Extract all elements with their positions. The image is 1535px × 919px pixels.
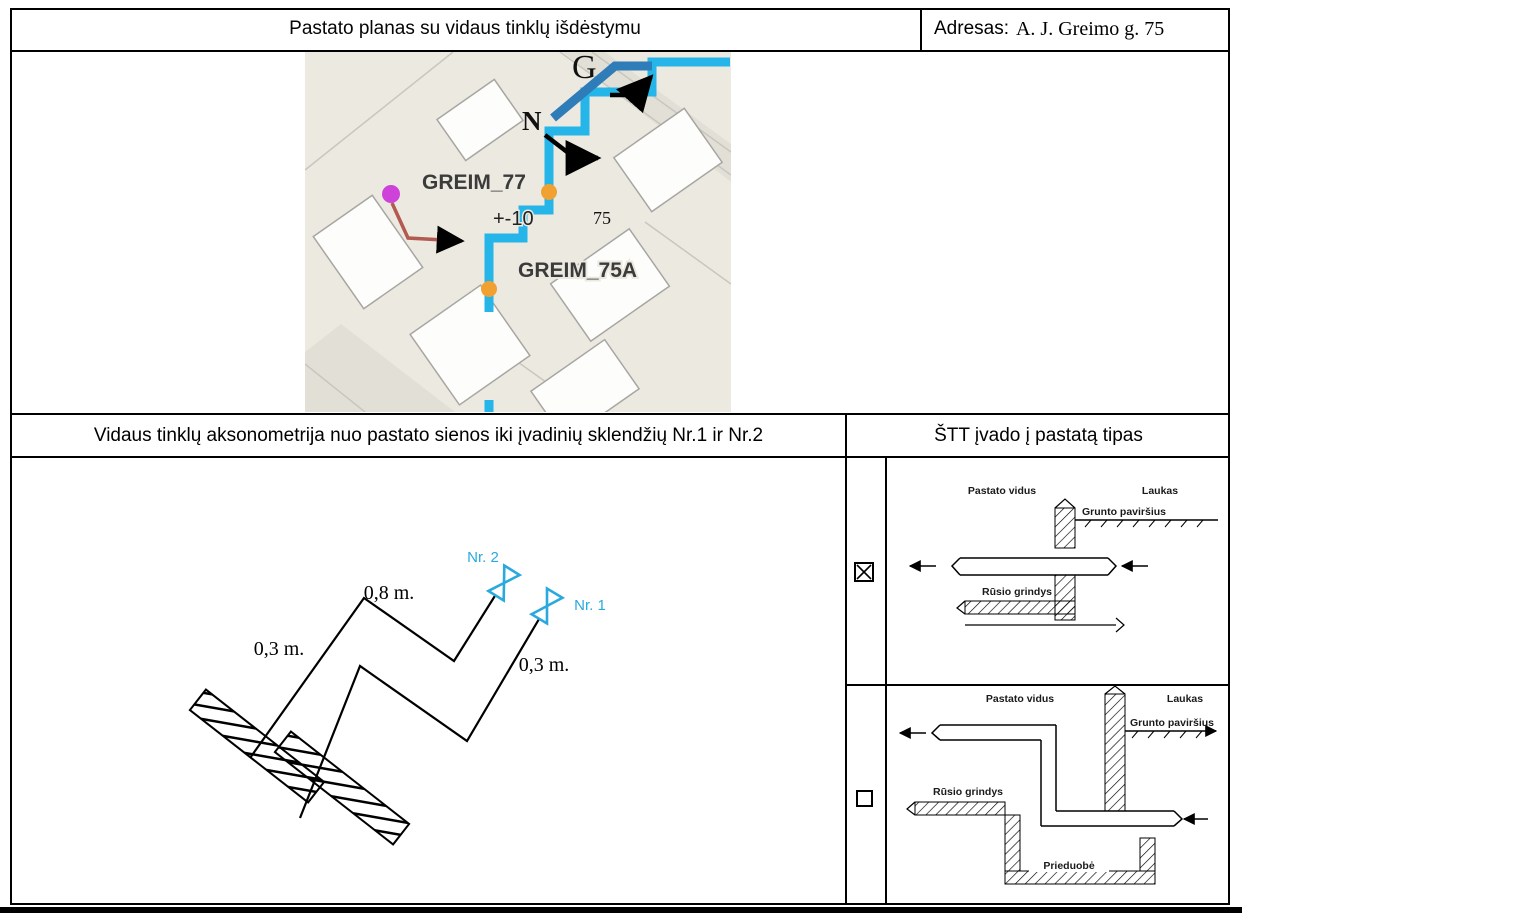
building [529,338,641,412]
type-1-checkbox[interactable] [854,562,874,582]
main-pipe-dark [550,61,652,122]
type2-floor-label: Rūsio grindys [933,786,1003,798]
valve-2-label: Nr. 2 [467,549,499,566]
type2-pit-label: Prieduobė [1043,860,1095,872]
map-label-g: G [572,52,597,86]
dimension-label-right: 0,3 m. [519,654,570,676]
header-row-divider [10,50,1230,52]
building [549,227,671,343]
orange-node-marker-2 [481,281,497,297]
entry-type-2-diagram: Pastato vidus Laukas Grunto paviršius Rū… [898,686,1218,885]
road-strip [305,324,455,412]
checkbox-col-divider [885,458,887,905]
address-value: A. J. Greimo g. 75 [1015,17,1165,40]
site-plan-map: G N GREIM_77 +-10 75 GREIM_75A [305,52,731,412]
type2-inside-label: Pastato vidus [986,693,1054,705]
type1-outside-label: Laukas [1142,485,1178,497]
type2-pit-right-wall [1139,837,1156,872]
valve-1-label: Nr. 1 [574,597,606,614]
address-label: Adresas: [934,18,1009,39]
type2-outside-label: Laukas [1167,693,1203,705]
section-row-bottom-divider [10,456,1230,458]
pipe-run-1 [298,613,543,819]
section-row-top-divider [10,413,1230,415]
type1-inside-label: Pastato vidus [968,485,1036,497]
type-2-checkbox[interactable] [856,790,873,807]
header-col-divider [920,8,922,52]
orange-node-marker-1 [541,184,557,200]
type2-pit-label-bg [1029,858,1109,872]
table-border-bottom [10,903,1230,905]
axonometry-drawing: 0,8 m. 0,3 m. 0,3 m. Nr. 2 Nr. 1 [188,549,606,846]
pipe-run-2 [249,590,499,759]
map-label-greim75a: GREIM_75A [518,259,637,282]
dimension-label-top: 0,8 m. [364,582,415,604]
building [409,284,531,406]
type2-pit-left-wall [1004,814,1021,872]
axonometry-section-title: Vidaus tinklų aksonometrija nuo pastato … [12,415,845,456]
type2-wall-top-break [1104,686,1126,695]
valve-1-icon [528,586,566,626]
parcel-lines [305,52,731,412]
type1-floor-label: Rūsio grindys [982,586,1052,598]
type2-pipe [930,724,1184,827]
type2-floor-break [906,801,916,816]
valve-2-icon [485,563,523,603]
entry-type-title-text: ŠTT įvado į pastatą tipas [934,424,1143,446]
section-col-divider [845,413,847,905]
entry-type-section-title: ŠTT įvado į pastatą tipas [847,415,1230,456]
service-line-red [390,202,465,254]
type1-floor-hatch [964,600,1076,615]
building [312,194,424,310]
magenta-node-marker [382,185,400,203]
entry-type-1-diagram: Pastato vidus Laukas Grunto paviršius Rū… [908,485,1218,633]
axonometry-title-text: Vidaus tinklų aksonometrija nuo pastato … [93,424,764,446]
flow-arrow [610,74,654,114]
type-row-divider [845,684,1230,686]
type1-pipe [950,557,1118,576]
building [612,107,724,213]
map-label-greim77: GREIM_77 [422,171,526,194]
address-cell: Adresas: A. J. Greimo g. 75 [922,8,1230,50]
type1-wall-top-break [1054,498,1076,509]
type2-wall [1104,693,1126,812]
dimension-label-left: 0,3 m. [254,638,305,660]
building [435,78,525,162]
north-label: N [522,106,542,136]
page-title: Pastato planas su vidaus tinklų išdėstym… [10,8,920,50]
type2-ground-label: Grunto paviršius [1130,717,1214,729]
building-wall-hatch-2 [273,730,411,846]
map-label-75: 75 [593,208,611,228]
buildings [312,78,724,412]
page-title-text: Pastato planas su vidaus tinklų išdėstym… [289,18,641,39]
north-arrow [543,133,602,176]
type2-ground-ticks [1131,730,1203,739]
sheet-bottom-rule [0,907,1242,913]
type1-wall-upper [1054,507,1076,549]
type1-ground-label: Grunto paviršius [1082,506,1166,518]
type1-floor-break [956,600,966,615]
type2-pit-bottom [1004,870,1156,885]
type1-ground-ticks [1084,519,1204,528]
table-border-top [10,8,1230,10]
checkbox-x-icon [856,564,872,580]
type1-foundation-break [1115,617,1125,633]
map-label-depth: +-10 [493,208,534,230]
type2-floor-hatch [914,801,1006,816]
